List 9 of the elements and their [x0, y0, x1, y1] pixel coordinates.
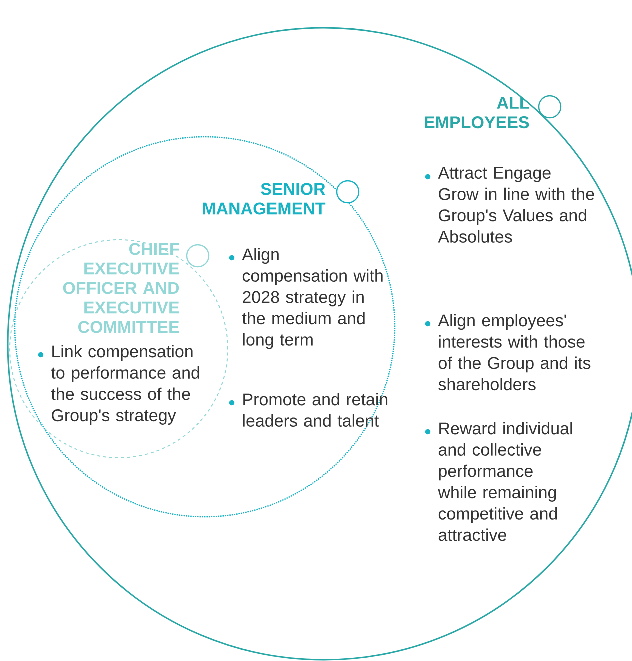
- group-heading: ALL EMPLOYEES: [425, 97, 530, 129]
- bullet-text: Link compensation to performance and the success of the Group's strategy: [51, 345, 200, 425]
- group-heading: CHIEF EXECUTIVE OFFICER AND EXECUTIVE COMMITTEE: [63, 243, 180, 334]
- bullet-text: Align employees' interests with those of the Group and its shareholders: [438, 314, 591, 391]
- group-heading: SENIOR MANAGEMENT: [203, 183, 326, 215]
- bullet-text: Attract Engage Grow in line with the Group's Values and Absolutes: [438, 167, 594, 243]
- bullet-text: Reward individual and collective performance while remaining competitive and attractive: [438, 422, 572, 542]
- bullet-text: Align compensation with 2028 strategy in the medium and long term: [242, 248, 383, 350]
- bullet-text: Promote and retain leaders and talent: [243, 393, 388, 427]
